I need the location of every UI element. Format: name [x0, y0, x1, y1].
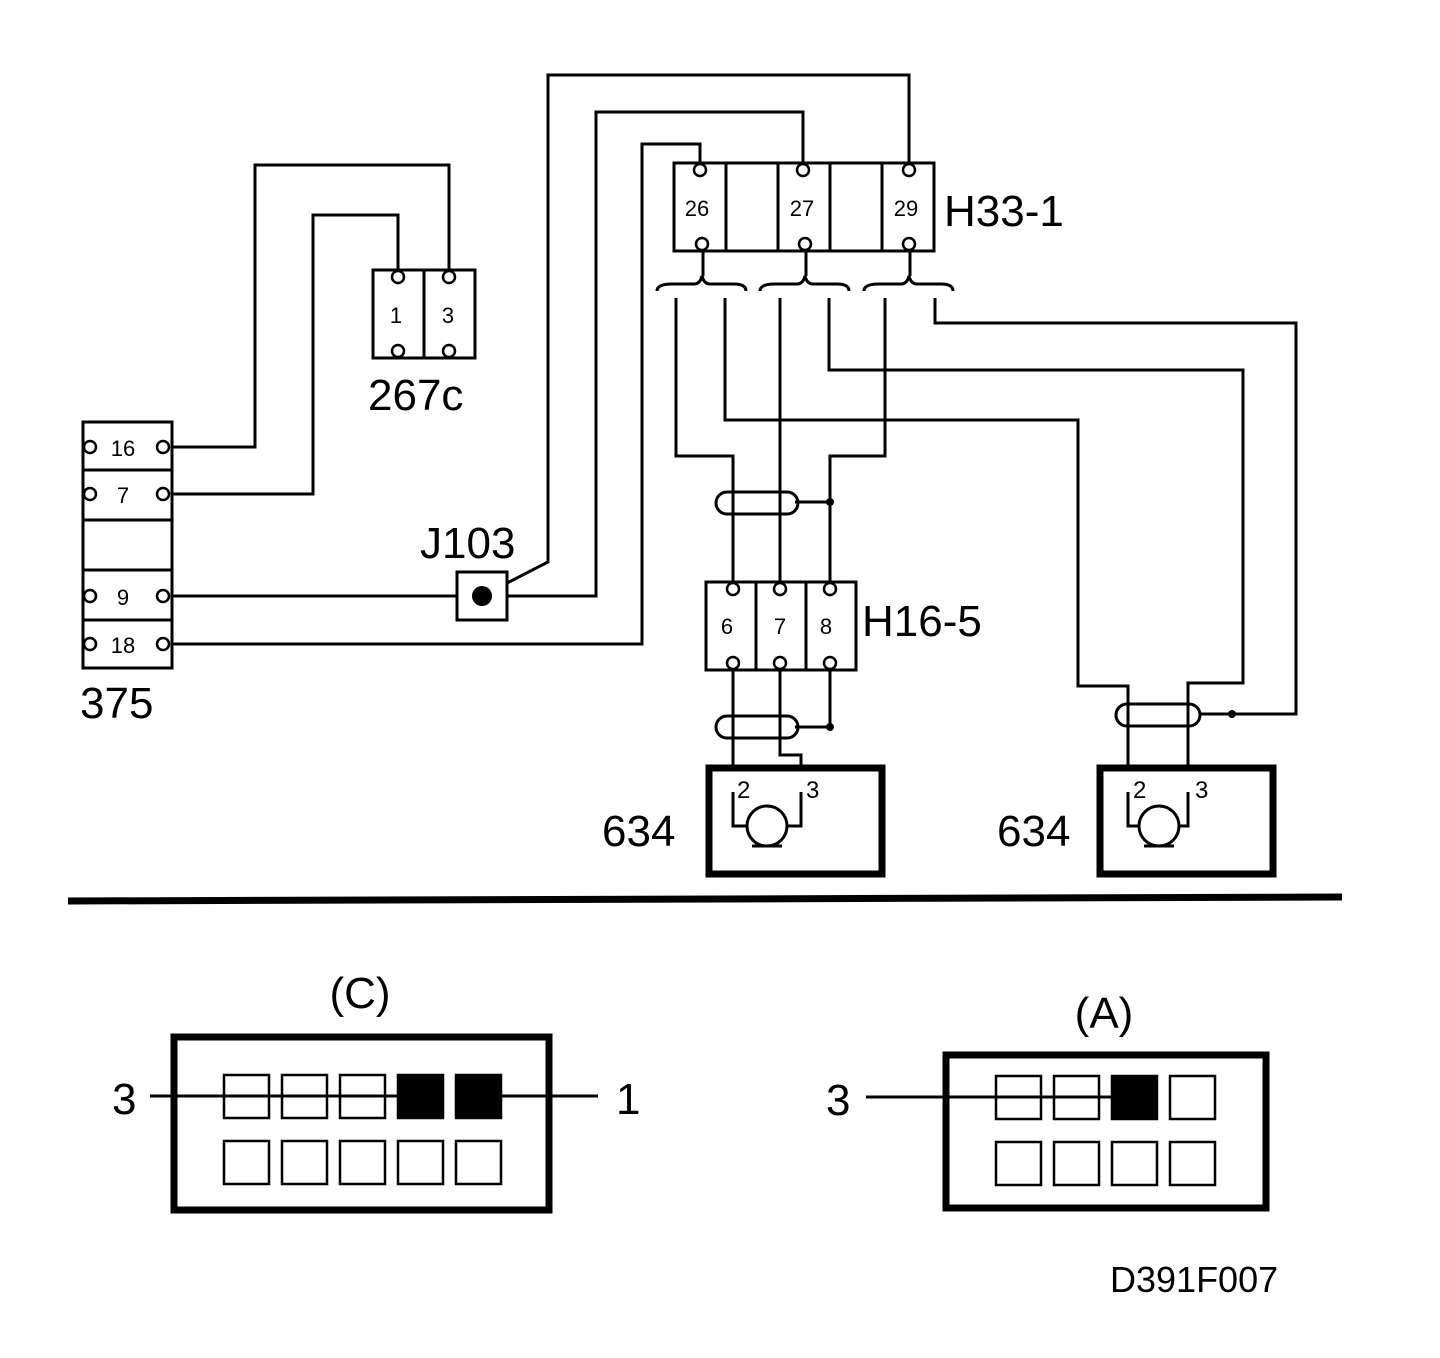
motor-left-pin-3: 3: [806, 777, 819, 804]
c267c-label: 267c: [368, 371, 463, 420]
c267c-pin-1: 1: [390, 303, 402, 328]
motor-right-label: 634: [997, 807, 1070, 856]
motor-right: 2 3 634: [997, 764, 1277, 878]
wires: [165, 73, 1298, 792]
wire-375-18-to-h33-26: [165, 142, 702, 646]
motor-right-pin-3: 3: [1195, 777, 1208, 804]
c375-pin-9: 9: [117, 585, 129, 610]
view-c-title: (C): [329, 969, 390, 1018]
wire-h33-29a-to-h16-8: [828, 298, 887, 585]
wire-j103-to-h33-27: [482, 110, 805, 598]
view-c-callout-1: 1: [616, 1075, 640, 1124]
c375-pin-16: 16: [111, 436, 135, 461]
c375-pin-18: 18: [111, 633, 135, 658]
junction-j103: J103: [420, 519, 515, 622]
j103-label: J103: [420, 519, 515, 568]
connector-375: 16 7 9 18 375: [80, 420, 174, 728]
h33-pin-26: 26: [685, 196, 709, 221]
h33-label: H33-1: [944, 187, 1064, 236]
c267c-pin-3: 3: [442, 303, 454, 328]
shield-loop-right: [1114, 702, 1202, 728]
wire-h33-26a-to-h16-6: [674, 298, 735, 585]
shield-loop-upper: [714, 490, 800, 516]
wire-h16-8-shield: [795, 666, 832, 729]
c375-label: 375: [80, 679, 153, 728]
h16-pin-6: 6: [721, 614, 733, 639]
view-a-callout-3: 3: [826, 1076, 850, 1125]
wire-h33-26b-to-right-motor: [723, 298, 1130, 792]
section-divider: [67, 893, 1343, 905]
wire-h33-27b-to-right-motor: [827, 298, 1245, 792]
connector-267c: 1 3 267c: [368, 268, 477, 420]
h16-pin-8: 8: [820, 614, 832, 639]
motor-left-pin-2: 2: [737, 777, 750, 804]
motor-right-pin-2: 2: [1133, 777, 1146, 804]
motor-left-label: 634: [602, 807, 675, 856]
c375-pin-7: 7: [117, 483, 129, 508]
view-a-title: (A): [1075, 989, 1134, 1038]
motor-left: 2 3 634: [602, 764, 886, 878]
connector-view-a: (A) 3: [826, 989, 1270, 1212]
figure-id: D391F007: [1110, 1259, 1278, 1300]
view-c-callout-3: 3: [112, 1075, 136, 1124]
connector-h16-5: 6 7 8 H16-5: [704, 580, 982, 672]
h16-pin-7: 7: [774, 614, 786, 639]
wire-j103-to-h33-29: [481, 73, 911, 598]
wire-375-7-to-267c-1: [165, 213, 400, 496]
connector-view-c: (C) 3 1: [112, 969, 640, 1214]
h33-pin-27: 27: [790, 196, 814, 221]
brace-26: [655, 275, 748, 292]
brace-29: [862, 275, 955, 292]
wire-h33-29b-shield-right: [933, 298, 1298, 716]
h16-label: H16-5: [862, 597, 982, 646]
shield-loop-lower: [714, 714, 800, 740]
wire-375-16-to-267c-3: [165, 163, 451, 449]
h33-pin-29: 29: [894, 196, 918, 221]
brace-27: [758, 275, 851, 292]
connector-h33-1: 26 27 29 H33-1: [672, 161, 1064, 253]
